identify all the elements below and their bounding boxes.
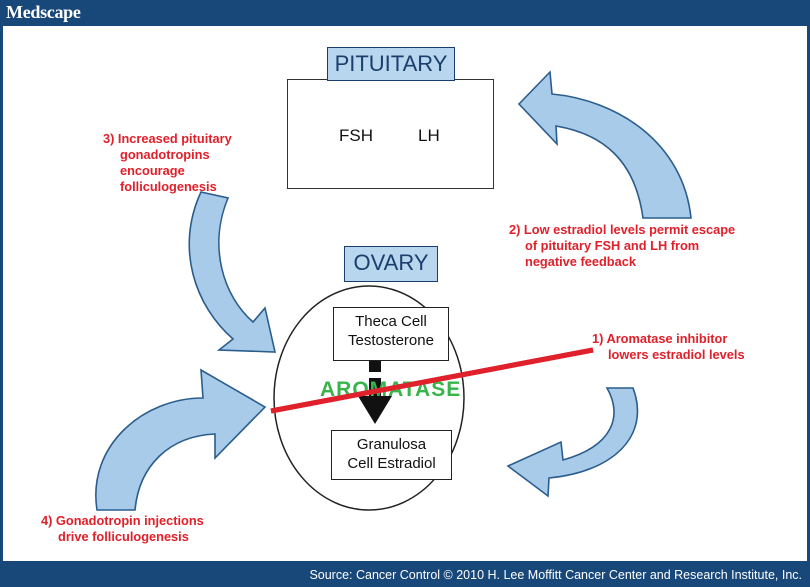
conversion-arrow-stem — [369, 360, 381, 372]
pituitary-label: PITUITARY — [327, 47, 455, 81]
granulosa-line-1: Granulosa — [356, 436, 427, 453]
granulosa-line-2: Cell Estradiol — [347, 455, 436, 472]
note-2-line-2: of pituitary FSH and LH from — [525, 238, 700, 253]
ovary-label: OVARY — [344, 246, 438, 282]
medscape-logo: Medscape — [6, 2, 81, 22]
note-1-line-1: 1) Aromatase inhibitor — [592, 331, 728, 346]
note-1: 1) Aromatase inhibitor lowers estradiol … — [592, 331, 745, 363]
theca-cell-box: Theca Cell Testosterone — [333, 307, 449, 361]
lh-label: LH — [418, 126, 440, 145]
note-4: 4) Gonadotropin injections drive follicu… — [41, 513, 204, 545]
note-2-line-3: negative feedback — [525, 254, 636, 269]
inhibitor-effect-arrow-icon — [506, 387, 639, 498]
feedback-arrow-up-icon — [517, 70, 692, 219]
note-3: 3) Increased pituitary gonadotropins enc… — [103, 131, 232, 195]
injection-arrow-up-icon — [95, 368, 267, 511]
theca-line-2: Testosterone — [348, 332, 434, 349]
pituitary-box — [287, 79, 494, 189]
stimulation-arrow-down-icon — [188, 191, 277, 353]
note-1-line-2: lowers estradiol levels — [608, 347, 745, 362]
theca-line-1: Theca Cell — [355, 313, 427, 330]
note-3-line-4: folliculogenesis — [120, 179, 217, 194]
source-credit: Source: Cancer Control © 2010 H. Lee Mof… — [309, 568, 802, 582]
note-3-line-3: encourage — [120, 163, 185, 178]
fsh-label: FSH — [339, 126, 373, 145]
note-2: 2) Low estradiol levels permit escape of… — [509, 222, 735, 270]
note-2-line-1: 2) Low estradiol levels permit escape — [509, 222, 736, 237]
note-4-line-2: drive folliculogenesis — [58, 529, 189, 544]
note-3-line-1: 3) Increased pituitary — [103, 131, 232, 146]
aromatase-label: AROMATASE — [320, 378, 462, 401]
granulosa-cell-box: Granulosa Cell Estradiol — [331, 430, 452, 480]
note-3-line-2: gonadotropins — [120, 147, 210, 162]
note-4-line-1: 4) Gonadotropin injections — [41, 513, 204, 528]
